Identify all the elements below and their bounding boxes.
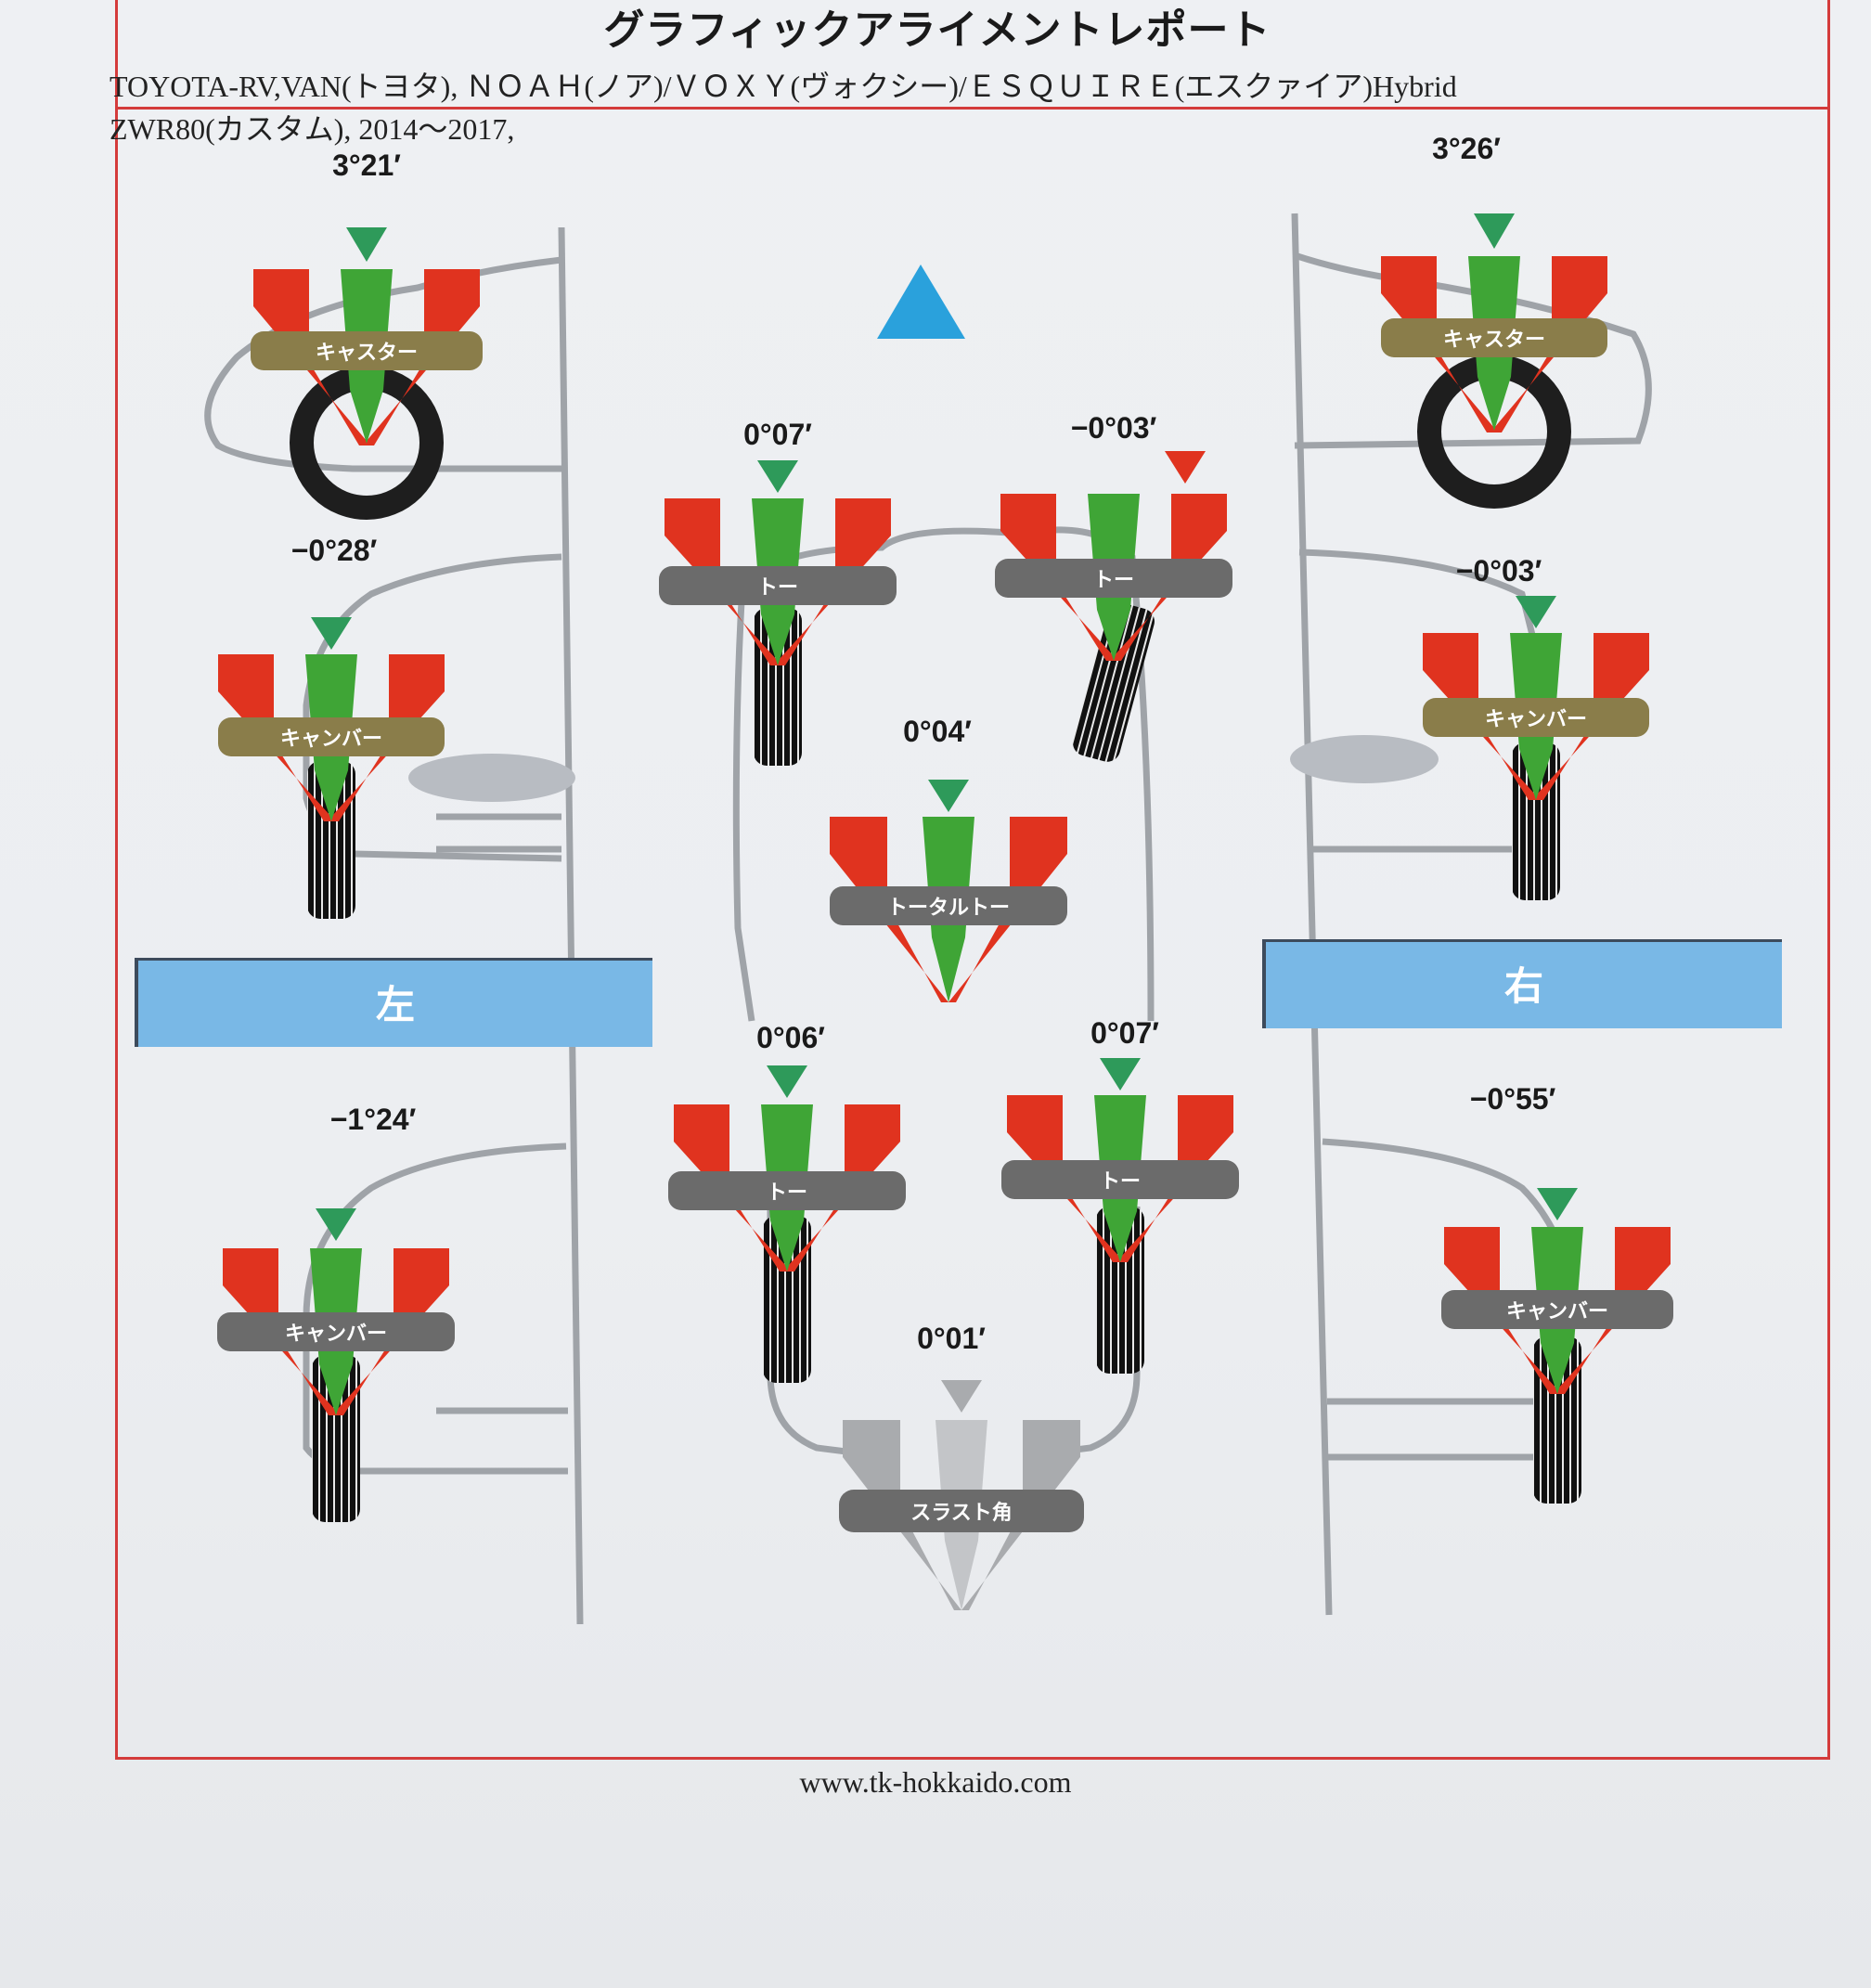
- marker-icon: [346, 227, 387, 262]
- gauge-rear-right-camber: キャンバー: [1441, 1188, 1673, 1504]
- gauge-label: キャンバー: [280, 728, 382, 751]
- rear-left-toe-value: 0°06′: [756, 1021, 825, 1054]
- gauge-label: キャンバー: [1506, 1300, 1608, 1323]
- gauge-label: トー: [1100, 1170, 1141, 1194]
- marker-icon: [1516, 596, 1556, 628]
- gauge-thrust-angle: スラスト角: [839, 1380, 1084, 1610]
- header-divider: [115, 107, 1830, 110]
- gauge-front-right-toe: トー: [995, 451, 1232, 762]
- gauge-label: トー: [1093, 569, 1134, 592]
- gauge-rear-left-camber: キャンバー: [217, 1208, 455, 1522]
- gauge-label: スラスト角: [910, 1501, 1013, 1525]
- gauge-label: トー: [767, 1181, 807, 1205]
- tire-icon: [1073, 602, 1155, 762]
- tire-icon: [312, 1355, 360, 1522]
- shadow-shape: [1290, 735, 1439, 783]
- marker-icon: [767, 1065, 807, 1098]
- gauge-front-left-camber: キャンバー: [218, 617, 445, 919]
- front-right-camber-value: −0°03′: [1455, 554, 1542, 587]
- marker-icon: [1100, 1058, 1141, 1091]
- rear-right-toe-value: 0°07′: [1090, 1016, 1159, 1050]
- gauge-label: キャスター: [316, 342, 418, 365]
- vehicle-line-1: TOYOTA-RV,VAN(トヨタ), ＮＯＡＨ(ノア)/ＶＯＸＹ(ヴォクシー)…: [110, 70, 1457, 103]
- right-side-bar: 右: [1262, 939, 1782, 1028]
- marker-icon: [311, 617, 352, 650]
- gauge-front-right-caster: キャスター: [1381, 213, 1607, 509]
- gauge-rear-right-toe: トー: [1001, 1058, 1239, 1374]
- gauge-rear-left-toe: トー: [668, 1065, 906, 1383]
- gauge-label: キャスター: [1443, 329, 1545, 352]
- tire-icon: [307, 761, 355, 919]
- marker-icon: [941, 1380, 982, 1413]
- gauge-label: キャンバー: [285, 1323, 387, 1346]
- tire-icon: [1512, 742, 1560, 900]
- marker-icon: [757, 460, 798, 493]
- left-side-bar: 左: [135, 958, 652, 1047]
- report-frame: [115, 0, 1830, 1760]
- up-triangle-icon: [877, 265, 965, 339]
- front-right-caster-value: 3°26′: [1432, 132, 1501, 165]
- footer-url: www.tk-hokkaido.com: [799, 1765, 1072, 1799]
- gauge-front-left-toe: トー: [659, 460, 897, 766]
- gauge-front-right-camber: キャンバー: [1423, 596, 1649, 900]
- rear-right-camber-value: −0°55′: [1469, 1082, 1556, 1116]
- shadow-shape: [408, 754, 575, 802]
- marker-icon: [1165, 451, 1206, 484]
- gauge-label: トー: [757, 576, 798, 600]
- front-left-caster-value: 3°21′: [332, 148, 401, 182]
- gauge-label: トータルトー: [887, 897, 1010, 920]
- marker-icon: [1537, 1188, 1578, 1220]
- front-left-toe-value: 0°07′: [743, 418, 812, 451]
- rear-left-camber-value: −1°24′: [329, 1103, 417, 1136]
- front-total-toe-value: 0°04′: [903, 715, 972, 748]
- report-title: グラフィックアライメントレポート: [603, 7, 1271, 53]
- tire-icon: [754, 608, 802, 766]
- thrust-angle-value: 0°01′: [917, 1322, 986, 1355]
- marker-icon: [1474, 213, 1515, 249]
- front-left-camber-value: −0°28′: [290, 534, 378, 567]
- marker-icon: [928, 780, 969, 812]
- gauge-label: キャンバー: [1485, 708, 1587, 731]
- gauge-front-left-caster: キャスター: [251, 227, 483, 520]
- marker-icon: [316, 1208, 356, 1241]
- vehicle-line-2: ZWR80(カスタム), 2014〜2017,: [110, 112, 515, 146]
- gauge-front-total-toe: トータルトー: [830, 780, 1067, 1002]
- front-right-toe-value: −0°03′: [1070, 411, 1157, 445]
